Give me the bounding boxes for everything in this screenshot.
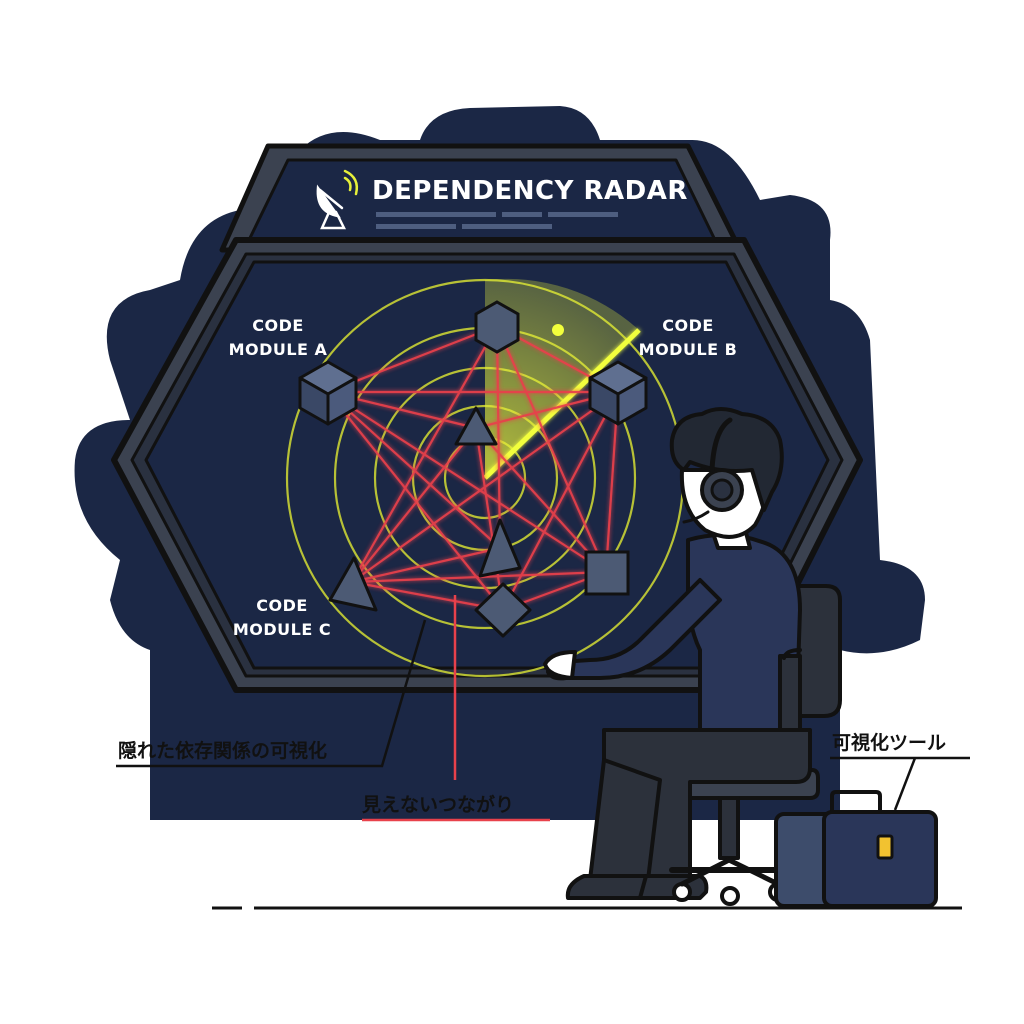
module-b-line1: CODE — [662, 316, 714, 335]
node-triangle-center — [454, 406, 498, 446]
hair — [669, 407, 784, 512]
callout-invisible-connections: 見えないつながり — [362, 794, 515, 816]
node-triangle-lower-center — [478, 518, 522, 578]
callout-leaders — [116, 595, 970, 822]
callout-visualization-tool: 可視化ツール — [832, 732, 947, 754]
dependency-links — [327, 324, 620, 612]
hand — [543, 650, 577, 680]
radar-blip — [552, 324, 564, 336]
node-cube-module-a — [298, 360, 358, 426]
module-a-label: CODE MODULE A — [222, 314, 334, 362]
node-hexagon-top — [474, 300, 520, 354]
node-triangle-module-c — [328, 556, 378, 612]
module-c-label: CODE MODULE C — [226, 594, 338, 642]
satellite-dish-icon — [316, 169, 359, 230]
radar-sweep — [483, 278, 641, 480]
module-a-line1: CODE — [252, 316, 304, 335]
callout-hidden-dependencies: 隠れた依存関係の可視化 — [118, 740, 328, 762]
title-bezel — [219, 143, 743, 253]
module-c-line1: CODE — [256, 596, 308, 615]
node-diamond-bottom — [474, 582, 532, 638]
toolbox-icon — [774, 790, 938, 908]
module-a-line2: MODULE A — [228, 340, 328, 359]
node-square-right — [584, 550, 630, 596]
node-cube-module-b — [588, 360, 648, 426]
module-c-line2: MODULE C — [232, 620, 332, 639]
screen-title: DEPENDENCY RADAR — [372, 176, 688, 206]
module-b-line2: MODULE B — [638, 340, 738, 359]
module-b-label: CODE MODULE B — [632, 314, 744, 362]
operator-person — [543, 407, 842, 906]
